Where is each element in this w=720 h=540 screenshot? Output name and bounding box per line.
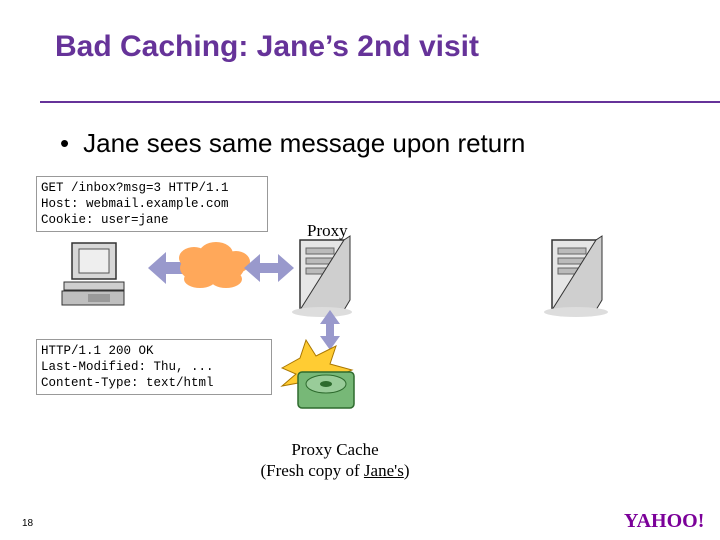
bullet-point: • Jane sees same message upon return bbox=[60, 128, 525, 159]
client-computer-icon bbox=[61, 242, 125, 306]
response-status: HTTP/1.1 200 OK bbox=[41, 344, 154, 358]
yahoo-logo: YAHOO! bbox=[624, 510, 705, 532]
slide-title: Bad Caching: Jane’s 2nd visit bbox=[55, 30, 479, 63]
request-cookie: Cookie: user=jane bbox=[41, 213, 169, 227]
cache-label-line2: (Fresh copy of Jane's) bbox=[260, 461, 410, 480]
request-host: Host: webmail.example.com bbox=[41, 197, 229, 211]
client-cloud-arrow bbox=[148, 252, 186, 284]
proxy-cache-label: Proxy Cache (Fresh copy of Jane's) bbox=[250, 439, 420, 481]
proxy-server-icon bbox=[292, 235, 352, 317]
origin-server-icon bbox=[544, 235, 608, 317]
cache-icon bbox=[280, 338, 355, 409]
response-last-modified: Last-Modified: Thu, ... bbox=[41, 360, 214, 374]
internet-cloud-icon bbox=[179, 242, 250, 288]
response-content-type: Content-Type: text/html bbox=[41, 376, 214, 390]
bullet-text: Jane sees same message upon return bbox=[83, 128, 526, 158]
proxy-label: Proxy bbox=[307, 221, 348, 240]
http-request-box: GET /inbox?msg=3 HTTP/1.1 Host: webmail.… bbox=[36, 176, 268, 232]
proxy-cache-arrow bbox=[320, 310, 340, 350]
cloud-proxy-arrow bbox=[244, 254, 294, 282]
http-response-box: HTTP/1.1 200 OK Last-Modified: Thu, ... … bbox=[36, 339, 272, 395]
bullet-dot: • bbox=[60, 128, 70, 158]
title-divider bbox=[40, 101, 720, 103]
request-line: GET /inbox?msg=3 HTTP/1.1 bbox=[41, 181, 229, 195]
cache-label-line1: Proxy Cache bbox=[291, 440, 379, 459]
page-number: 18 bbox=[22, 518, 34, 529]
